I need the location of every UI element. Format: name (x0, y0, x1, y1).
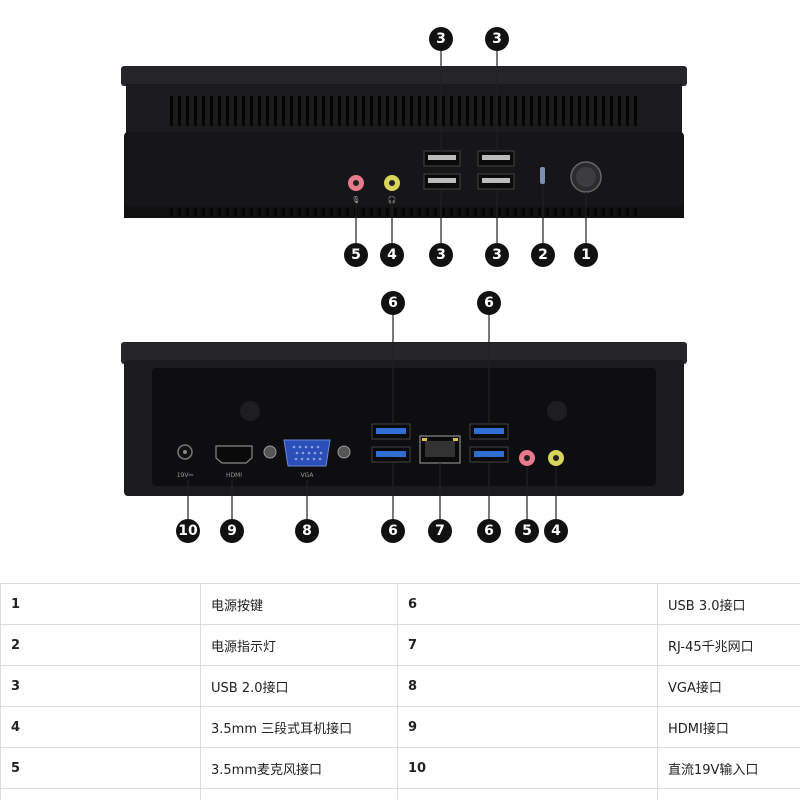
table-row: 2 电源指示灯 7 RJ-45千兆网口 (0, 624, 800, 666)
row-desc-left: 3.5mm 三段式耳机接口 (200, 706, 398, 748)
vga-pins (292, 445, 323, 461)
marker-vga: 8 (295, 519, 319, 543)
row-desc-right: HDMI接口 (657, 706, 800, 748)
marker-rear-mic: 5 (515, 519, 539, 543)
front-usb2-ports (423, 150, 515, 190)
row-desc-right: VGA接口 (657, 665, 800, 707)
rear-screw-right (547, 401, 567, 421)
marker-front-usb2-a: 3 (429, 243, 453, 267)
marker-rear-usb3-left-top: 6 (381, 291, 405, 315)
row-desc-left: 电源按键 (200, 583, 398, 625)
marker-rear-headphone: 4 (544, 519, 568, 543)
product-figure: 🎙 🎧 (121, 27, 687, 543)
marker-dc-input: 10 (176, 519, 200, 543)
marker-front-mic: 5 (344, 243, 368, 267)
row-number-right: 7 (397, 624, 658, 666)
row-number-right: 6 (397, 583, 658, 625)
row-number-right: 9 (397, 706, 658, 748)
table-row: 3 USB 2.0接口 8 VGA接口 (0, 665, 800, 707)
marker-front-headphone: 4 (380, 243, 404, 267)
hdmi-label: HDMI (226, 472, 242, 479)
row-number-left: 1 (0, 583, 201, 625)
rear-lid (121, 342, 687, 364)
table-row: 5 3.5mm麦克风接口 10 直流19V输入口 (0, 747, 800, 789)
spec-table: 1 电源按键 6 USB 3.0接口 2 电源指示灯 7 RJ-45千兆网口 3… (0, 583, 800, 800)
rear-usb3-left (371, 423, 411, 463)
mic-icon: 🎙 (352, 196, 361, 204)
front-panel (124, 132, 684, 218)
front-bottom-vents (170, 208, 637, 216)
device-illustration: 🎙 🎧 (121, 51, 687, 519)
vga-label: VGA (301, 472, 315, 479)
table-row: 4 3.5mm 三段式耳机接口 9 HDMI接口 (0, 706, 800, 748)
marker-power-led: 2 (531, 243, 555, 267)
rear-screw-left (240, 401, 260, 421)
headphone-icon: 🎧 (388, 195, 397, 204)
front-vents (170, 96, 637, 126)
row-number-right: 8 (397, 665, 658, 707)
row-desc-left: USB 2.0接口 (200, 665, 398, 707)
vga-screw-right (337, 445, 351, 459)
rear-usb3-right (469, 423, 509, 463)
table-row: 1 电源按键 6 USB 3.0接口 (0, 583, 800, 625)
marker-rear-usb3-right: 6 (477, 519, 501, 543)
row-number-left: 3 (0, 665, 201, 707)
marker-top-usb2-left: 3 (429, 27, 453, 51)
vga-screw-left (263, 445, 277, 459)
rear-device: 19V⎓ HDMI VGA (121, 315, 687, 519)
marker-rj45: 7 (428, 519, 452, 543)
row-desc-right: RJ-45千兆网口 (657, 624, 800, 666)
vga-port (283, 439, 331, 467)
marker-rear-usb3-right-top: 6 (477, 291, 501, 315)
row-number-left: 5 (0, 747, 201, 789)
row-number-right: 10 (397, 747, 658, 789)
front-device: 🎙 🎧 (121, 51, 687, 243)
hdmi-port (215, 445, 253, 464)
row-desc-left: 3.5mm麦克风接口 (200, 747, 398, 789)
row-number-left: 4 (0, 706, 201, 748)
power-led (540, 167, 545, 184)
marker-front-usb2-b: 3 (485, 243, 509, 267)
row-number-left: 2 (0, 624, 201, 666)
marker-power-button: 1 (574, 243, 598, 267)
table-row-empty (0, 788, 800, 800)
marker-rear-usb3-left: 6 (381, 519, 405, 543)
row-desc-left: 电源指示灯 (200, 624, 398, 666)
front-lid (121, 66, 687, 86)
dc-label: 19V⎓ (177, 472, 194, 479)
marker-hdmi: 9 (220, 519, 244, 543)
row-desc-right: 直流19V输入口 (657, 747, 800, 789)
row-desc-right: USB 3.0接口 (657, 583, 800, 625)
marker-top-usb2-right: 3 (485, 27, 509, 51)
